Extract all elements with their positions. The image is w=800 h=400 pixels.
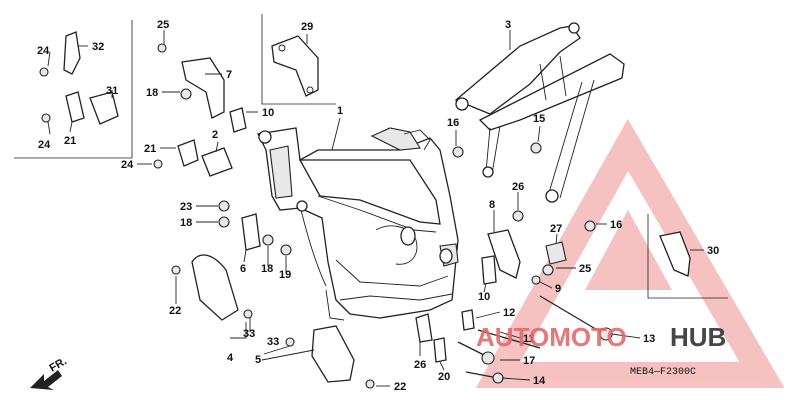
callout: 29 <box>301 21 313 33</box>
callout: 20 <box>438 371 450 383</box>
callout: 12 <box>503 307 515 319</box>
guard-5 <box>311 325 355 383</box>
part-21-left <box>65 91 85 123</box>
callout: 18 <box>146 87 158 99</box>
part-31 <box>89 91 119 125</box>
washer-9 <box>531 275 541 285</box>
washer-19 <box>280 244 292 256</box>
nut-18-a <box>218 216 230 228</box>
inset-box-right <box>647 214 728 299</box>
callout: 14 <box>533 375 546 387</box>
nut-16-right <box>584 220 596 232</box>
collar-10-top <box>229 107 247 133</box>
diagram-code: MEB4—F2300C <box>630 367 696 378</box>
leader-lines <box>47 30 704 387</box>
callout: 22 <box>394 381 406 393</box>
callout: 30 <box>707 245 719 257</box>
plate-8 <box>487 229 521 279</box>
washer-33-b <box>285 337 295 347</box>
callout: 18 <box>180 217 192 229</box>
bolt-15 <box>530 142 542 154</box>
front-direction-arrow: FR. <box>30 355 69 390</box>
bolt-13 <box>539 295 605 335</box>
bracket-6 <box>241 213 261 251</box>
callout: 13 <box>643 333 655 345</box>
callout: 26 <box>414 359 426 371</box>
callout: 19 <box>279 269 291 281</box>
callout: 21 <box>64 135 76 147</box>
callout: 27 <box>550 223 562 235</box>
callout: 10 <box>262 107 274 119</box>
direction-label: FR. <box>48 355 69 374</box>
bolt-22-bottom <box>365 379 375 389</box>
inset-box-left <box>14 20 133 159</box>
callout: 9 <box>555 283 561 295</box>
callout: 24 <box>37 45 50 57</box>
nut-18-top <box>180 88 192 100</box>
callout: 16 <box>610 219 622 231</box>
part-2 <box>201 147 233 177</box>
bracket-7 <box>181 57 225 119</box>
callout: 18 <box>261 263 273 275</box>
nut-25 <box>542 264 554 276</box>
callout: 26 <box>512 181 524 193</box>
callout: 33 <box>267 336 279 348</box>
callout: 8 <box>489 199 495 211</box>
callout: 16 <box>447 117 459 129</box>
callout: 15 <box>533 113 545 125</box>
callout: 3 <box>505 19 511 31</box>
part-21-mid <box>177 139 199 167</box>
callout: 10 <box>478 291 490 303</box>
part-32 <box>63 31 81 75</box>
callout: 25 <box>157 19 169 31</box>
callout: 24 <box>38 139 51 151</box>
guard-4 <box>191 254 239 321</box>
bracket-26-bottom <box>415 313 433 343</box>
bolt-11 <box>477 329 541 349</box>
collar-10-right <box>481 255 497 285</box>
watermark-text-2: HUB <box>670 322 726 352</box>
callout: 4 <box>227 352 234 364</box>
watermark-text-1: AUTOMOTO <box>476 322 627 352</box>
callout: 6 <box>240 263 246 275</box>
nut-18-b <box>262 234 274 246</box>
callout: 11 <box>523 333 535 345</box>
callout: 21 <box>144 143 156 155</box>
callout: 2 <box>212 129 218 141</box>
bolt-16 <box>452 146 464 158</box>
collar-12 <box>461 309 475 331</box>
callout: 1 <box>337 105 343 117</box>
main-frame <box>257 127 459 321</box>
callout: 33 <box>243 328 255 340</box>
callout: 5 <box>255 354 261 366</box>
callout: 31 <box>106 85 118 97</box>
bracket-30 <box>659 231 691 277</box>
nut-26 <box>512 210 524 222</box>
bracket-20 <box>433 337 447 363</box>
bolt-24-mid <box>153 159 163 169</box>
watermark-wordmark: AUTOMOTO HUB <box>476 322 726 352</box>
part-27 <box>545 241 567 265</box>
inset-box-top <box>261 14 336 105</box>
bolt-24-upper <box>39 67 49 77</box>
callout: 32 <box>92 41 104 53</box>
callout-labels: 25 29 3 24 32 7 18 10 1 31 16 15 21 2 24… <box>37 19 719 393</box>
callout: 23 <box>180 201 192 213</box>
callout: 17 <box>523 355 535 367</box>
washer-33-a <box>243 309 253 319</box>
callout: 22 <box>169 305 181 317</box>
bolt-24-lower <box>41 113 51 123</box>
callout: 24 <box>121 159 134 171</box>
bolt-25 <box>157 43 167 53</box>
callout: 7 <box>226 69 232 81</box>
callout: 25 <box>579 263 591 275</box>
bolt-22-left <box>171 265 181 275</box>
nut-23 <box>218 200 230 212</box>
sub-frame <box>454 22 625 203</box>
